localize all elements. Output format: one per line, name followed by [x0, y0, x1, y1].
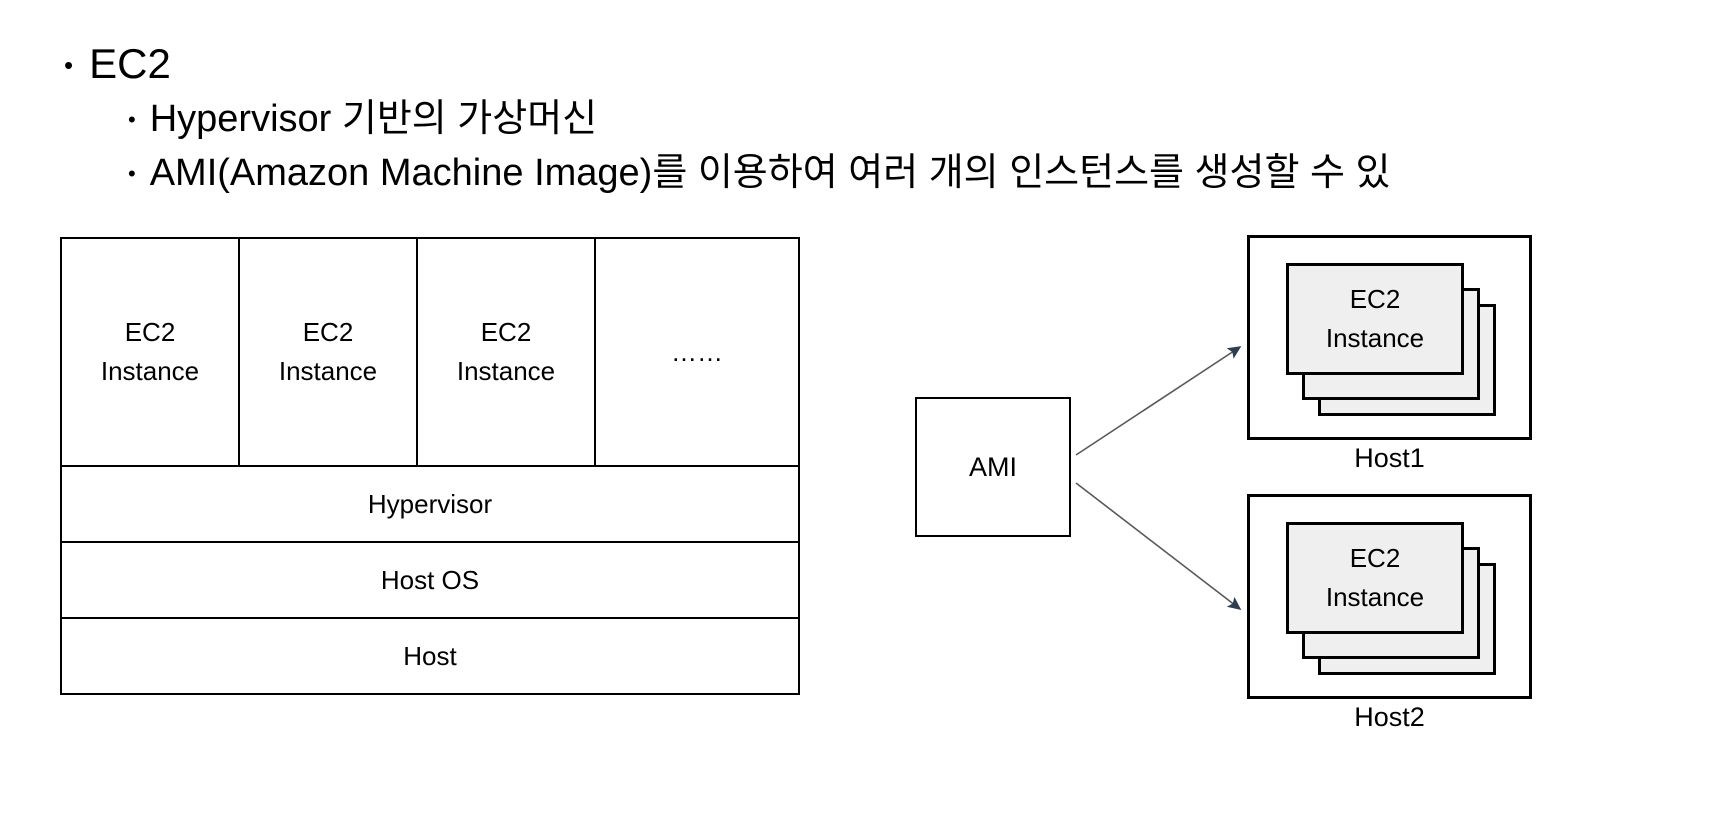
instance-cell-line2: Instance: [100, 356, 200, 386]
instance-cell-line2: Instance: [278, 356, 378, 386]
bullet-level2-text: AMI(Amazon Machine Image)를 이용하여 여러 개의 인스…: [149, 152, 1391, 194]
ami-label: AMI: [968, 451, 1017, 482]
instance-cell-line2: Instance: [456, 356, 556, 386]
ami-distribution-diagram: AMI EC2 Instance Host1 EC2 Instance Host…: [880, 225, 1600, 805]
bullet-marker-icon: •: [128, 107, 136, 132]
instance-cell-1: EC2 Instance: [60, 237, 240, 467]
host1-instance-stack: EC2 Instance: [1250, 238, 1535, 443]
layer-hypervisor-label: Hypervisor: [367, 488, 493, 519]
instance-card-front: EC2 Instance: [1286, 263, 1464, 375]
bullet-level2-ami: • AMI(Amazon Machine Image)를 이용하여 여러 개의 …: [0, 146, 1726, 200]
host2-instance-stack: EC2 Instance: [1250, 497, 1535, 702]
instance-cell-2: EC2 Instance: [238, 237, 418, 467]
instance-cell-line1: EC2: [302, 317, 354, 347]
arrow-ami-to-host2: [1075, 482, 1242, 610]
layer-host: Host: [60, 617, 800, 695]
instance-card-front: EC2 Instance: [1286, 522, 1464, 634]
layer-host-label: Host: [403, 640, 457, 671]
instance-cell-line1: EC2: [480, 317, 532, 347]
layer-hypervisor: Hypervisor: [60, 465, 800, 543]
bullet-level1-text: EC2: [89, 40, 171, 87]
arrow-ami-to-host1: [1075, 346, 1242, 456]
instance-card-line1: EC2: [1349, 284, 1401, 314]
host2-label: Host2: [1354, 702, 1425, 732]
hypervisor-architecture-diagram: EC2 Instance EC2 Instance EC2 Instance ……: [60, 237, 800, 703]
instance-cell-ellipsis: ……: [594, 237, 800, 467]
bullet-level1-ec2: • EC2: [0, 36, 1726, 92]
layer-host-os-label: Host OS: [380, 564, 480, 595]
layer-host-os: Host OS: [60, 541, 800, 619]
instance-cell-line1: ……: [671, 336, 723, 367]
instance-card-line2: Instance: [1325, 582, 1425, 612]
host1-label: Host1: [1354, 443, 1425, 473]
host1-group: EC2 Instance: [1247, 235, 1532, 440]
instance-cell-line1: EC2: [124, 317, 176, 347]
instance-card-line1: EC2: [1349, 543, 1401, 573]
slide-text-block: • EC2 • Hypervisor 기반의 가상머신 • AMI(Amazon…: [0, 0, 1726, 200]
bullet-marker-icon: •: [128, 161, 136, 186]
bullet-level2-hypervisor: • Hypervisor 기반의 가상머신: [0, 92, 1726, 146]
bullet-marker-icon: •: [64, 50, 74, 80]
instance-row: EC2 Instance EC2 Instance EC2 Instance ……: [60, 237, 800, 467]
host2-group: EC2 Instance: [1247, 494, 1532, 699]
bullet-level2-text: Hypervisor 기반의 가상머신: [149, 98, 598, 140]
ami-box: AMI: [915, 397, 1071, 537]
instance-card-line2: Instance: [1325, 323, 1425, 353]
instance-cell-3: EC2 Instance: [416, 237, 596, 467]
